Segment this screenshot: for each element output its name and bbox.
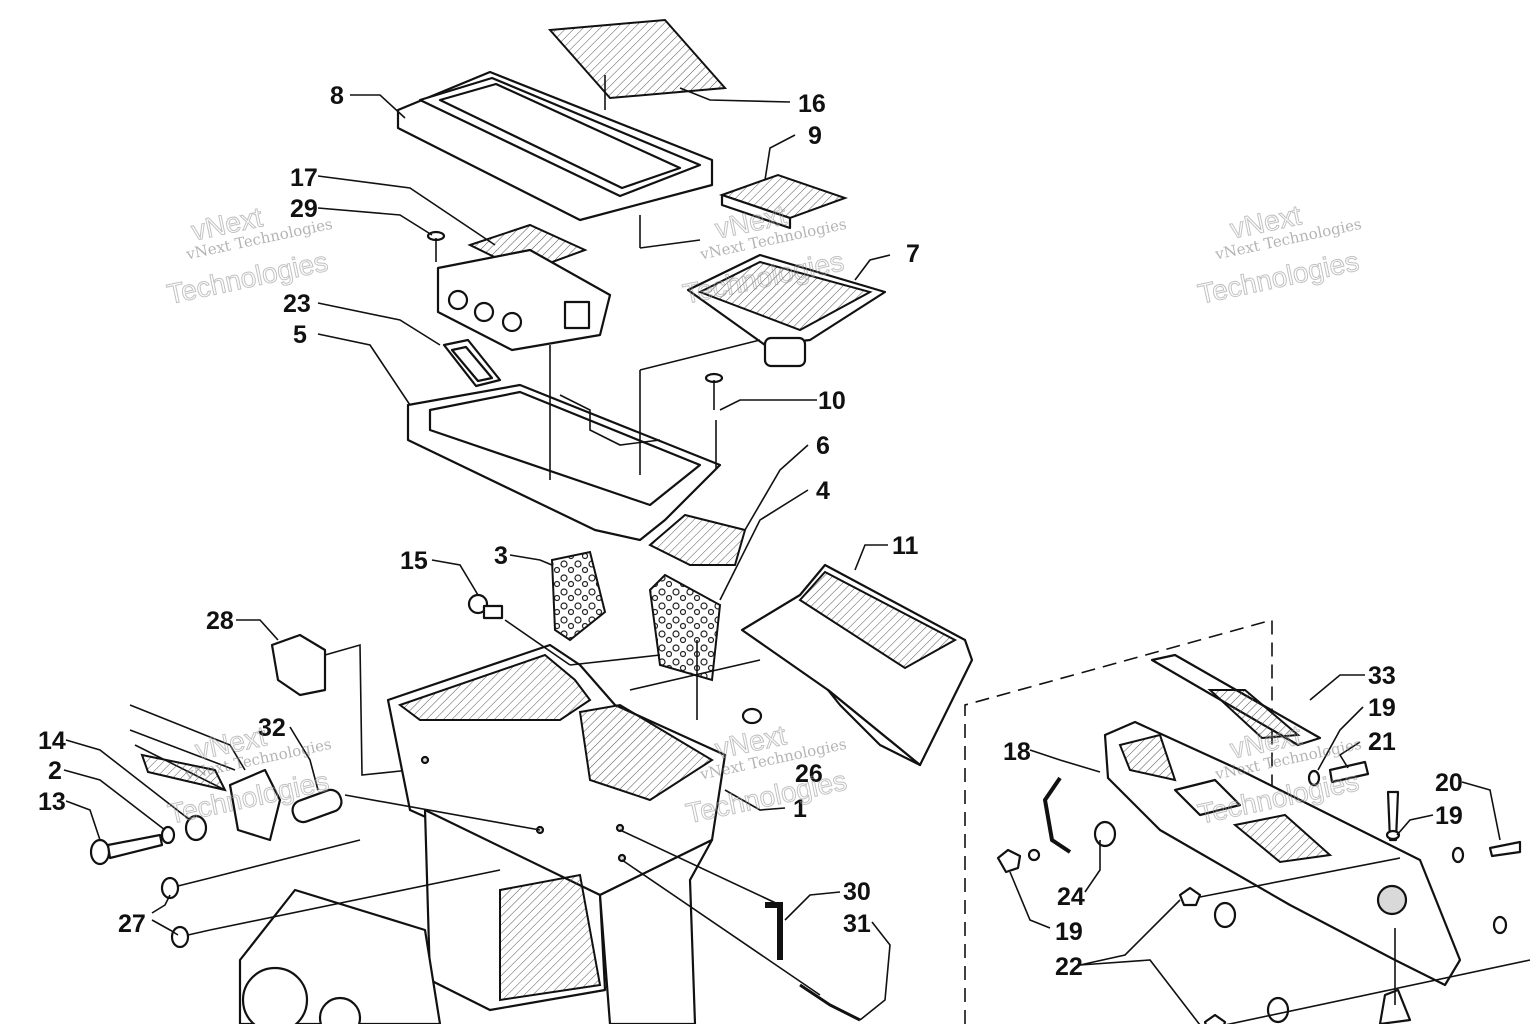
part-19-nut	[996, 848, 1041, 874]
callout-6: 6	[816, 432, 830, 460]
callout-1: 1	[793, 795, 807, 823]
callout-27: 27	[118, 910, 146, 938]
part-29-screw	[426, 230, 446, 262]
callout-19-upper: 19	[1368, 694, 1396, 722]
part-30-tube	[765, 902, 783, 960]
callout-17: 17	[290, 164, 318, 192]
callout-24: 24	[1057, 883, 1085, 911]
callout-7: 7	[906, 240, 920, 268]
callout-10: 10	[818, 387, 846, 415]
watermark: vNext vNext Technologies Technologies vN…	[164, 199, 1363, 830]
part-9-filter-pad	[718, 173, 849, 230]
callout-19-right: 19	[1435, 802, 1463, 830]
callout-30: 30	[843, 878, 871, 906]
callout-19-lower: 19	[1055, 918, 1083, 946]
callout-2: 2	[48, 757, 62, 785]
part-11-silencer	[629, 563, 974, 767]
part-1-airbox	[386, 643, 727, 1024]
part-18-bracket	[1103, 720, 1462, 1024]
part-8-lid	[396, 70, 714, 249]
callout-28: 28	[206, 607, 234, 635]
callout-31: 31	[843, 910, 871, 938]
callout-21: 21	[1368, 728, 1396, 756]
part-14-washer	[184, 814, 208, 842]
assembly-lines	[344, 619, 821, 996]
part-20-bolt	[1386, 790, 1522, 864]
callout-13: 13	[38, 788, 66, 816]
wire-harness	[129, 704, 282, 842]
callout-29: 29	[290, 195, 318, 223]
callout-18: 18	[1003, 738, 1031, 766]
part-31-strap	[799, 983, 861, 1022]
part-19-washer	[1385, 829, 1401, 841]
part-6-seal	[648, 513, 747, 566]
part-15-grommet	[467, 593, 504, 620]
part-22-nuts	[1178, 857, 1531, 1024]
electrical-box	[436, 248, 612, 352]
part-28-clip	[270, 633, 411, 776]
intake-duct	[238, 888, 442, 1024]
part-13-bolt	[89, 833, 164, 866]
part-23-gasket	[442, 338, 502, 388]
part-33-plate	[1150, 653, 1322, 747]
part-24-rod	[1042, 776, 1117, 854]
callout-32: 32	[258, 714, 286, 742]
part-5-tray	[406, 339, 761, 542]
part-16-decal	[547, 18, 728, 110]
callout-9: 9	[808, 122, 822, 150]
part-7-intake-tray	[686, 253, 887, 368]
part-3-foam-filter	[550, 550, 607, 642]
part-26-fastener	[741, 707, 763, 725]
callout-16: 16	[798, 90, 826, 118]
callout-11: 11	[892, 532, 919, 560]
part-4-foam-filter	[648, 573, 722, 682]
part-21-bolt	[1307, 760, 1370, 787]
part-32-spacer	[291, 788, 343, 824]
callout-20: 20	[1435, 769, 1463, 797]
part-2-washer	[160, 825, 176, 845]
part-10-screw	[704, 372, 724, 468]
callout-5: 5	[293, 321, 307, 349]
callout-22: 22	[1055, 953, 1083, 981]
callout-26: 26	[795, 760, 823, 788]
part-27-rivet	[160, 839, 501, 949]
callout-8: 8	[330, 82, 344, 110]
callout-leaders	[63, 87, 1501, 1024]
callout-3: 3	[494, 542, 508, 570]
callout-4: 4	[816, 477, 830, 505]
callout-33: 33	[1368, 662, 1396, 690]
callout-14: 14	[38, 727, 66, 755]
callout-23: 23	[283, 290, 311, 318]
callout-15: 15	[400, 547, 428, 575]
callout-labels: 8 16 9 17 29 7 23 5 10 6 4 11 15 3 28 32…	[38, 82, 1463, 981]
